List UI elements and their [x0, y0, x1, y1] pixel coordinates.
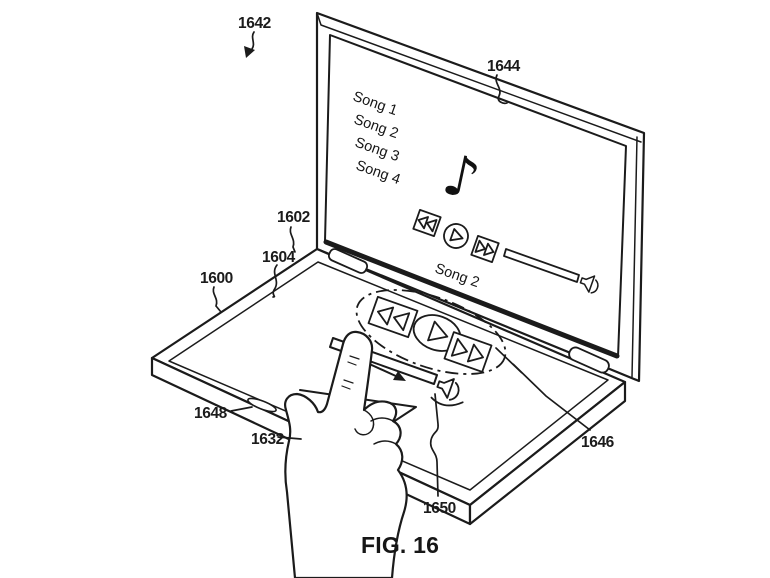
leader-1650 — [429, 393, 439, 497]
left-hinge — [327, 248, 369, 274]
pointing-hand — [284, 330, 408, 578]
leader-1644 — [495, 74, 508, 105]
ref-label-1642: 1642 — [238, 15, 271, 32]
screen-volume-icon — [579, 275, 599, 294]
leader-1642-arrowhead — [244, 46, 255, 58]
deck-rewind-icon — [367, 295, 419, 339]
ref-label-1632: 1632 — [251, 431, 284, 448]
leader-1600 — [212, 286, 222, 313]
figure-caption: FIG. 16 — [361, 532, 439, 558]
touch-zone-outline — [355, 289, 507, 375]
ref-label-1644: 1644 — [487, 58, 521, 75]
lid-top-slab-line — [316, 12, 642, 143]
leader-1648 — [230, 406, 253, 412]
leader-1604 — [272, 264, 278, 298]
lid-right-slab-line — [631, 136, 638, 378]
leader-1642 — [251, 31, 255, 50]
hand-outline — [284, 330, 408, 578]
ref-label-1600: 1600 — [200, 270, 233, 287]
ref-label-1650: 1650 — [423, 500, 456, 517]
leader-1646 — [495, 347, 591, 431]
base-front-right-side — [468, 380, 627, 526]
leader-1632 — [277, 436, 302, 440]
progress-bar — [503, 248, 580, 283]
deck-fast-forward-icon — [443, 331, 493, 373]
ref-label-1604: 1604 — [262, 249, 296, 266]
finger-crease-marks — [341, 355, 360, 390]
screen-bottom-band — [323, 239, 620, 359]
swipe-arrow-head — [393, 371, 406, 381]
deck-volume-icon — [430, 378, 464, 407]
right-hinge — [568, 346, 610, 374]
ref-label-1646: 1646 — [581, 434, 615, 451]
finger-fold-line-2 — [373, 440, 397, 445]
finger-fold-line-1 — [370, 417, 394, 422]
screen-rewind-icon — [412, 209, 442, 237]
edge-notch — [247, 397, 277, 413]
ref-label-1602: 1602 — [277, 209, 310, 226]
screen-fast-forward-icon — [470, 235, 500, 263]
leader-1602 — [289, 226, 296, 253]
laptop-lid — [315, 11, 646, 383]
ref-label-1648: 1648 — [194, 405, 228, 422]
deck-play-icon — [412, 314, 462, 352]
screen-play-icon — [443, 223, 469, 249]
reference-annotations: 1642 1644 1602 1604 1600 1648 1632 1646 … — [194, 15, 615, 517]
thumb-curl-line — [354, 409, 375, 436]
